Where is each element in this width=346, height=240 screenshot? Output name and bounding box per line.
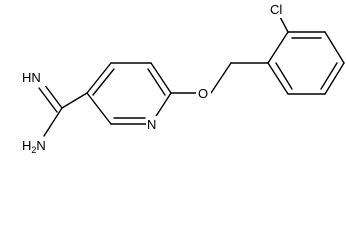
atom-amine-label: H2N <box>22 138 46 155</box>
atom-pyridine-n-label: N <box>147 117 156 132</box>
atom-amine-h: H <box>22 138 31 153</box>
benzene-bond-6-inner <box>275 62 293 90</box>
pyridine-bond-1 <box>86 62 112 94</box>
benzene-bond-6 <box>267 62 289 95</box>
bond-c-n-amine <box>43 107 63 137</box>
pyridine-bond-6 <box>86 92 112 125</box>
bond-c-n-imine-b <box>38 87 58 113</box>
pyridine-bond-1-inner <box>92 68 115 96</box>
ether-linkage <box>170 62 269 94</box>
atom-chlorine-label: Cl <box>270 2 282 17</box>
label-bg-amine <box>20 138 50 156</box>
atom-amine-n: N <box>36 138 45 153</box>
pyridine-bond-3-inner <box>147 68 166 96</box>
benzene-bond-3 <box>324 31 345 64</box>
bond-o-ch2 <box>210 62 232 94</box>
amidine-bonds <box>38 83 88 137</box>
bond-c-c-amidine <box>61 92 88 109</box>
label-bg-chlorine <box>268 2 288 18</box>
label-bg-ether-o <box>196 85 211 101</box>
atom-imine-label: HN <box>22 70 41 85</box>
pyridine-bond-3 <box>150 62 172 94</box>
atom-labels: HN H2N N O Cl <box>20 2 288 156</box>
benzene-bond-1 <box>267 31 289 64</box>
benzene-bond-4 <box>324 62 345 95</box>
atom-amine-subscript: 2 <box>31 145 36 155</box>
benzene-ring <box>267 14 345 95</box>
bond-c-n-imine-a <box>43 83 63 109</box>
label-bg-imine <box>20 70 46 86</box>
molecule-structure: HN H2N N O Cl <box>20 2 345 156</box>
pyridine-ring <box>86 62 172 125</box>
benzene-bond-4-inner <box>320 62 338 90</box>
label-bg-pyridine-n <box>146 116 160 132</box>
atom-ether-o-label: O <box>198 86 208 101</box>
